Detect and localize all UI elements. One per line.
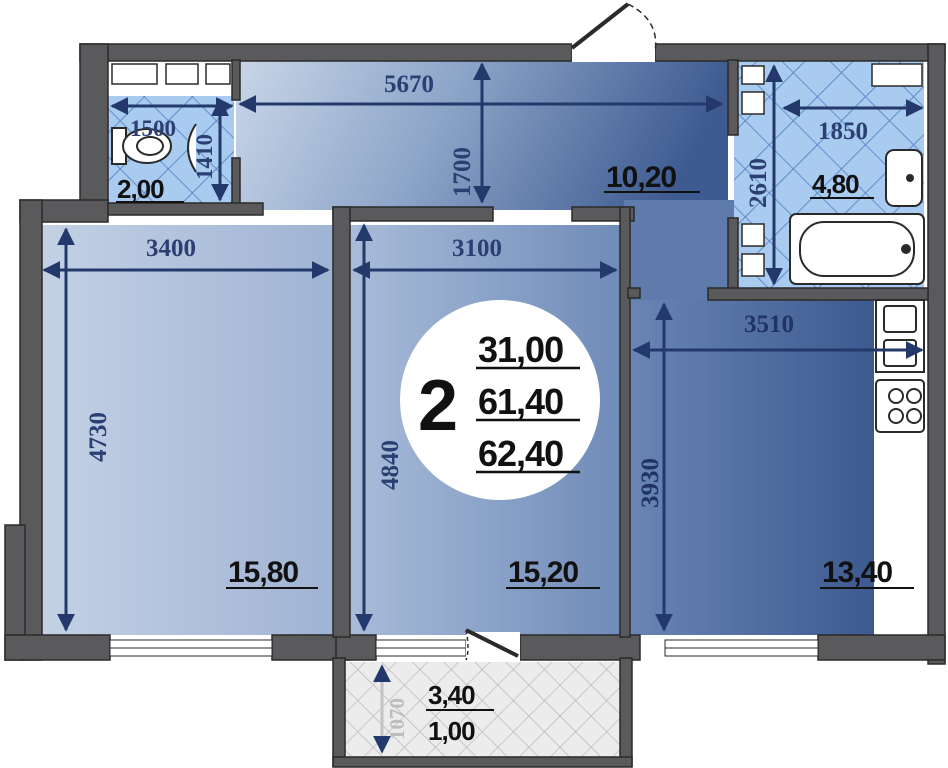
bath-depth-label: 2610 — [745, 158, 772, 208]
area-labels: 2,00 10,20 4,80 15,80 15,20 13,40 3,40 1… — [116, 161, 914, 746]
middle-room-area: 15,20 — [508, 556, 578, 589]
kitchen-width-label: 3510 — [744, 311, 794, 338]
closet-3 — [205, 63, 231, 85]
wall-balcony-bottom — [332, 756, 633, 768]
middle-room-width-label: 3100 — [452, 235, 502, 262]
summary-circle — [400, 300, 600, 500]
walls — [4, 43, 946, 768]
wall-partition-1 — [332, 206, 351, 638]
stove-icon — [875, 379, 925, 433]
left-room-area: 15,80 — [228, 556, 298, 589]
closet-7 — [741, 253, 765, 277]
middle-room-depth-label: 4840 — [377, 440, 404, 490]
bathroom-area: 4,80 — [812, 169, 859, 199]
wall-wc-bottom — [107, 202, 264, 216]
bathtub-icon — [789, 213, 925, 285]
closet-6 — [741, 223, 765, 247]
wall-top-left — [79, 43, 573, 62]
wall-wc-right — [231, 59, 241, 101]
wall-balcony-left — [332, 657, 346, 767]
kitchen-depth-label: 3930 — [637, 458, 664, 508]
wc-width-label: 1500 — [130, 116, 176, 141]
wall-bath-left-top — [727, 59, 739, 136]
wall-wc-left — [79, 43, 109, 215]
closet-4 — [741, 65, 765, 85]
total-area: 61,40 — [478, 381, 563, 422]
room-left-floor — [40, 225, 333, 635]
balcony-depth-label: 1070 — [385, 698, 409, 740]
wall-bath-left-bottom — [727, 217, 739, 299]
wall-partition-2 — [619, 206, 631, 638]
kitchen-upper-floor — [624, 200, 734, 300]
wall-bottom-3 — [519, 634, 641, 661]
balcony-door — [465, 628, 520, 662]
corridor-width-label: 5670 — [384, 71, 434, 98]
wall-partition-2-nub — [627, 287, 641, 299]
wall-inner-top-right — [571, 206, 635, 222]
bath-width-label: 1850 — [818, 118, 868, 145]
bath-sink-icon — [885, 149, 923, 207]
living-area: 31,00 — [478, 329, 563, 370]
corridor-depth-label: 1700 — [449, 147, 476, 197]
closet-1 — [111, 63, 158, 85]
wc-sink-icon — [187, 123, 197, 173]
wall-inner-top-left — [332, 206, 494, 222]
entrance-door — [570, 2, 657, 62]
closet-5 — [741, 91, 765, 115]
wc-area: 2,00 — [117, 174, 164, 204]
closet-2 — [165, 63, 199, 85]
toilet-icon — [111, 127, 172, 165]
wall-bottom-1 — [4, 634, 111, 661]
rooms-count: 2 — [418, 366, 458, 446]
wall-bottom-4 — [817, 634, 946, 661]
wc-depth-label: 1410 — [192, 134, 217, 180]
closets — [111, 63, 923, 277]
kitchen-sink-icon — [875, 299, 925, 373]
summary-badge: 2 31,00 61,40 62,40 — [400, 300, 600, 500]
wall-right — [927, 43, 946, 665]
kitchen-area: 13,40 — [822, 556, 892, 589]
wall-bath-bottom — [707, 287, 929, 301]
dimension-labels: 5670 1700 1500 1410 1850 2610 3400 4730 … — [85, 71, 868, 740]
wall-bottom-mid — [335, 634, 377, 661]
dimension-lines — [42, 62, 924, 754]
balcony-area: 3,40 — [428, 680, 475, 710]
left-room-depth-label: 4730 — [85, 412, 112, 462]
corridor-area: 10,20 — [606, 161, 676, 194]
fixtures — [111, 123, 925, 433]
windows — [109, 639, 819, 657]
left-room-width-label: 3400 — [146, 235, 196, 262]
total-area-with-balcony: 62,40 — [478, 433, 563, 474]
balcony-area-reduced: 1,00 — [428, 716, 475, 746]
wall-balcony-right — [619, 657, 633, 767]
closet-8 — [871, 63, 923, 87]
wall-top-right — [654, 43, 946, 62]
